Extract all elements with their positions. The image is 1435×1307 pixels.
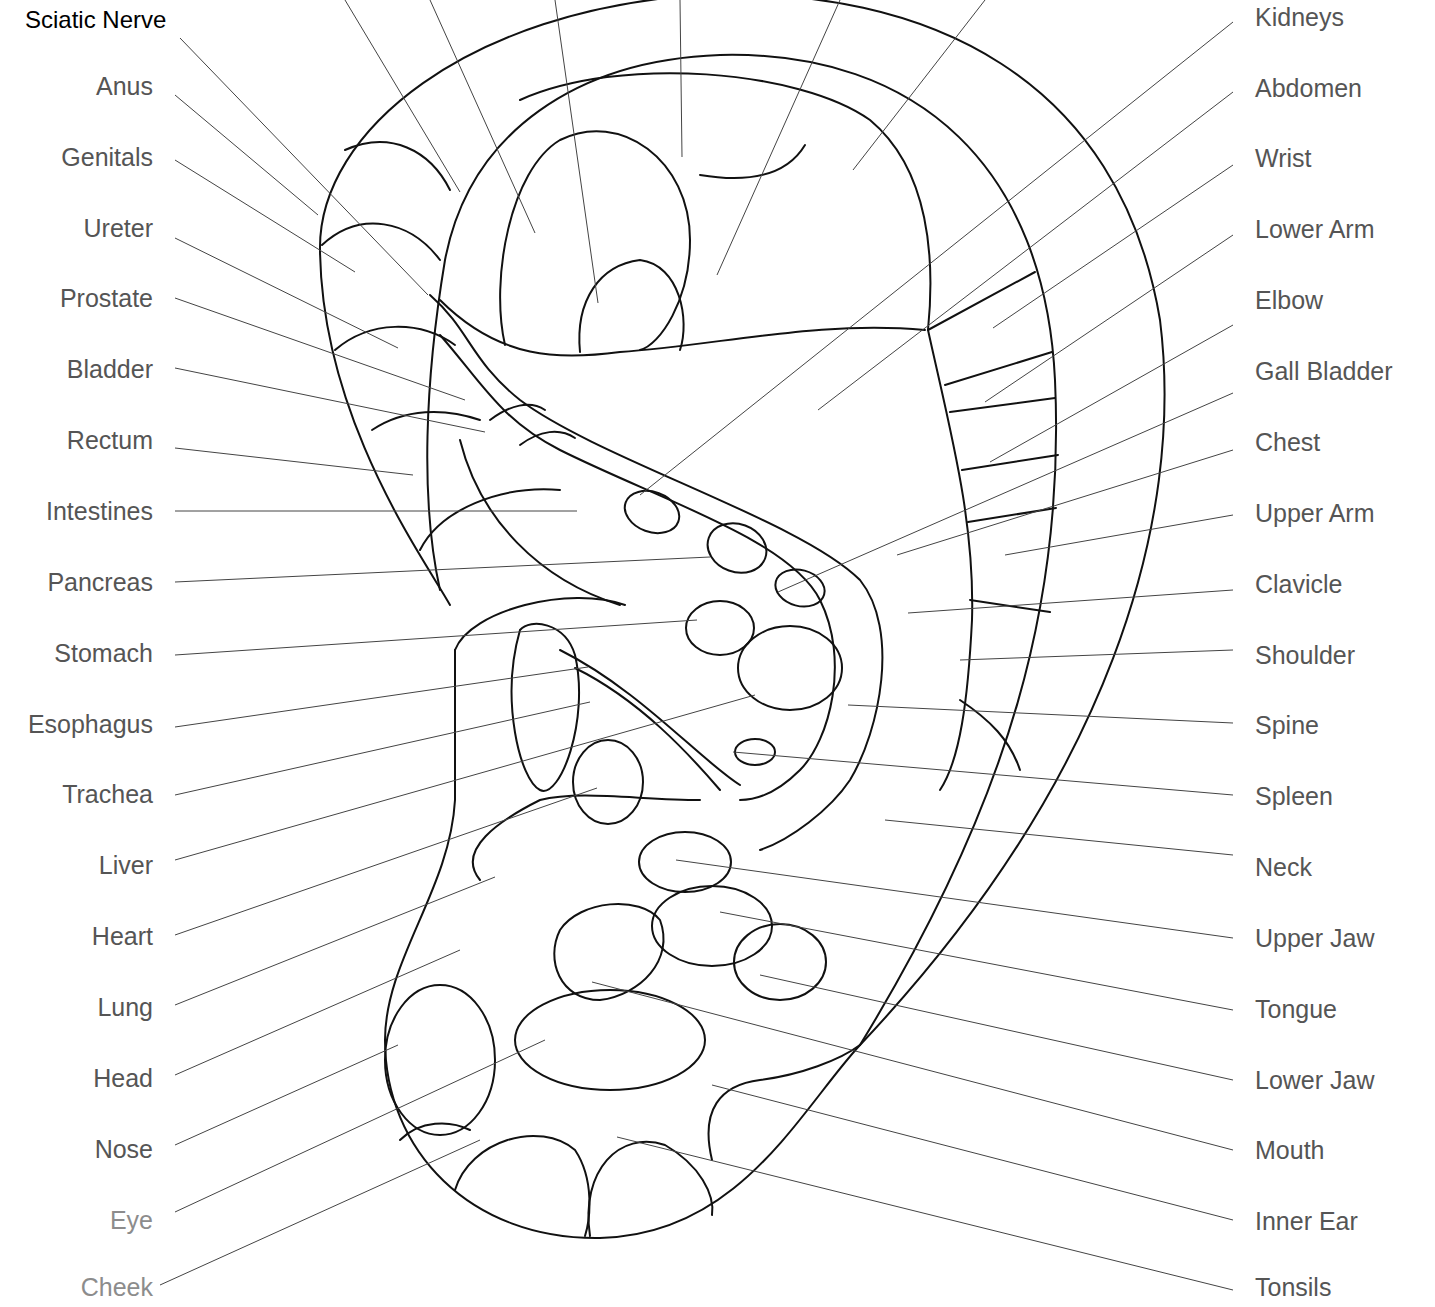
- organ-label: Intestines: [46, 496, 153, 526]
- organ-label: Liver: [99, 850, 153, 880]
- organ-label: Stomach: [54, 638, 153, 668]
- organ-label: Sciatic Nerve: [25, 5, 166, 35]
- organ-label: Prostate: [60, 283, 153, 313]
- organ-label: Cheek: [81, 1272, 153, 1302]
- organ-label: Wrist: [1255, 143, 1311, 173]
- organ-label: Trachea: [62, 779, 153, 809]
- organ-label: Head: [93, 1063, 153, 1093]
- organ-label: Lower Jaw: [1255, 1065, 1375, 1095]
- organ-label: Ureter: [84, 213, 153, 243]
- organ-label: Mouth: [1255, 1135, 1324, 1165]
- organ-label: Elbow: [1255, 285, 1323, 315]
- organ-label: Nose: [95, 1134, 153, 1164]
- organ-label: Pancreas: [47, 567, 153, 597]
- organ-label: Anus: [96, 71, 153, 101]
- organ-label: Shoulder: [1255, 640, 1355, 670]
- organ-label: Esophagus: [28, 709, 153, 739]
- organ-label: Lower Arm: [1255, 214, 1374, 244]
- organ-label: Lung: [97, 992, 153, 1022]
- organ-label: Spine: [1255, 710, 1319, 740]
- organ-label: Spleen: [1255, 781, 1333, 811]
- leader-lines: [160, 0, 1233, 1290]
- organ-label: Neck: [1255, 852, 1312, 882]
- organ-label: Gall Bladder: [1255, 356, 1393, 386]
- organ-label: Bladder: [67, 354, 153, 384]
- organ-label: Rectum: [67, 425, 153, 455]
- organ-label: Heart: [92, 921, 153, 951]
- organ-label: Tonsils: [1255, 1272, 1331, 1302]
- organ-label: Eye: [110, 1205, 153, 1235]
- organ-label: Abdomen: [1255, 73, 1362, 103]
- organ-label: Tongue: [1255, 994, 1337, 1024]
- organ-label: Upper Jaw: [1255, 923, 1375, 953]
- organ-label: Genitals: [61, 142, 153, 172]
- organ-label: Clavicle: [1255, 569, 1343, 599]
- ear-outline: [320, 0, 1165, 1238]
- organ-label: Chest: [1255, 427, 1320, 457]
- organ-label: Inner Ear: [1255, 1206, 1358, 1236]
- organ-label: Upper Arm: [1255, 498, 1374, 528]
- organ-label: Kidneys: [1255, 2, 1344, 32]
